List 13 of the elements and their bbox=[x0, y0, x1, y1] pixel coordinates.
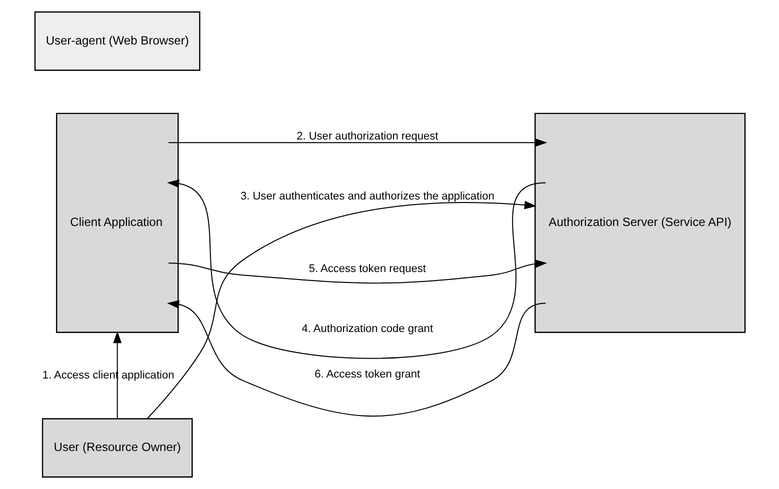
node-box: User-agent (Web Browser) bbox=[34, 11, 200, 71]
node-box: User (Resource Owner) bbox=[41, 418, 192, 478]
edge-label: 6. Access token grant bbox=[314, 368, 420, 380]
edge-label: 2. User authorization request bbox=[296, 130, 438, 142]
edge-label: 5. Access token request bbox=[308, 262, 426, 275]
arrow bbox=[168, 260, 547, 284]
edge-label: 4. Authorization code grant bbox=[301, 323, 433, 336]
edge-label: 3. User authenticates and authorizes the application bbox=[240, 190, 494, 203]
arrow bbox=[168, 138, 547, 147]
arrow bbox=[166, 300, 546, 417]
arrow bbox=[112, 331, 122, 418]
arrow bbox=[146, 200, 536, 419]
arrow bbox=[166, 179, 546, 359]
